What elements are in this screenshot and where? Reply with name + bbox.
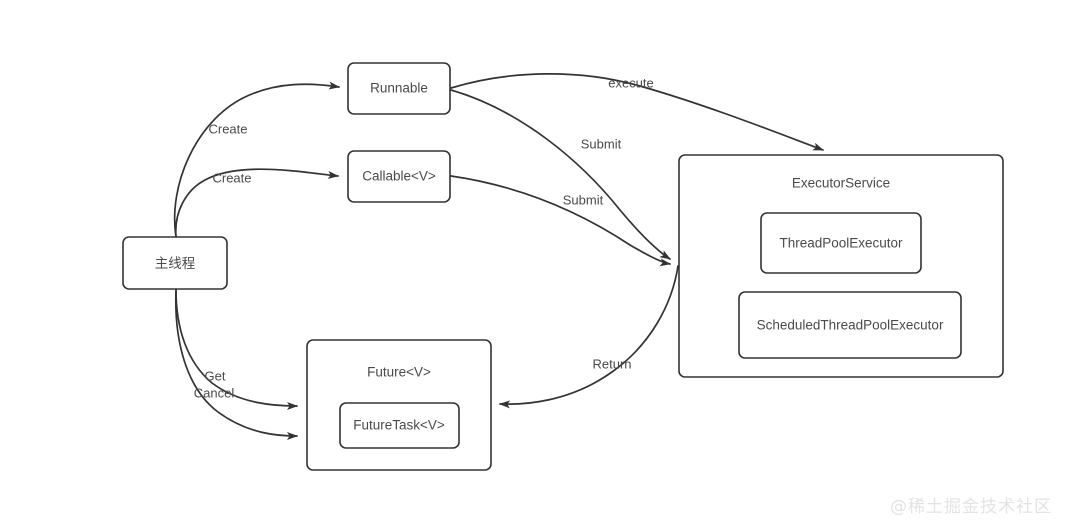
node-callable-label: Callable<V> [362, 169, 436, 184]
node-main-thread-box[interactable] [122, 236, 228, 290]
edge-label-get: Get [205, 368, 226, 383]
edge-return-path [499, 265, 679, 409]
edge-submit-callable-path [450, 175, 671, 267]
edge-label-cancel: Cancel [194, 385, 235, 400]
edge-cancel-path [174, 289, 298, 440]
edge-submit-runnable-path [450, 89, 671, 260]
nodes-layer: 主线程 Runnable Callable<V> Future<V> Futur… [122, 62, 1004, 471]
node-scheduled-thread-pool-executor-box[interactable] [738, 291, 962, 359]
edge-create-runnable: Create [173, 81, 340, 238]
node-callable[interactable]: Callable<V> [347, 150, 451, 203]
edge-create-runnable-path [173, 81, 340, 238]
node-runnable-label: Runnable [370, 81, 428, 96]
edge-execute: execute [450, 73, 824, 151]
node-runnable[interactable]: Runnable [347, 62, 451, 115]
edge-label-submit-callable: Submit [563, 192, 604, 207]
node-future-task[interactable]: FutureTask<V> [339, 402, 460, 449]
edge-submit-callable: Submit [450, 175, 671, 267]
node-thread-pool-executor-box[interactable] [760, 212, 922, 274]
node-thread-pool-executor-label: ThreadPoolExecutor [779, 236, 903, 251]
edge-label-create-runnable: Create [208, 121, 247, 136]
edge-create-callable-path [174, 168, 339, 238]
node-future-task-box[interactable] [339, 402, 460, 449]
node-main-thread[interactable]: 主线程 [122, 236, 228, 290]
node-future-task-label: FutureTask<V> [353, 418, 445, 433]
edge-cancel: Cancel [174, 289, 298, 440]
edge-get: Get [175, 289, 298, 410]
edge-label-execute: execute [608, 75, 654, 90]
edge-submit-runnable: Submit [450, 89, 671, 260]
edge-return: Return [499, 265, 679, 409]
edge-label-submit-runnable: Submit [581, 136, 622, 151]
edge-get-path [175, 289, 298, 410]
node-runnable-box[interactable] [347, 62, 451, 115]
edges-layer: Create Create execute Submit Submit [173, 73, 824, 440]
edge-label-return: Return [592, 356, 631, 371]
edge-execute-path [450, 73, 824, 151]
edge-create-callable: Create [174, 168, 339, 238]
node-scheduled-thread-pool-executor[interactable]: ScheduledThreadPoolExecutor [738, 291, 962, 359]
node-thread-pool-executor[interactable]: ThreadPoolExecutor [760, 212, 922, 274]
node-callable-box[interactable] [347, 150, 451, 203]
node-future-label: Future<V> [367, 365, 431, 380]
edge-label-create-callable: Create [212, 170, 251, 185]
watermark: @稀土掘金技术社区 [890, 497, 1052, 517]
node-main-thread-label: 主线程 [155, 256, 196, 272]
node-executor-service-label: ExecutorService [792, 176, 890, 191]
node-scheduled-thread-pool-executor-label: ScheduledThreadPoolExecutor [757, 318, 944, 333]
